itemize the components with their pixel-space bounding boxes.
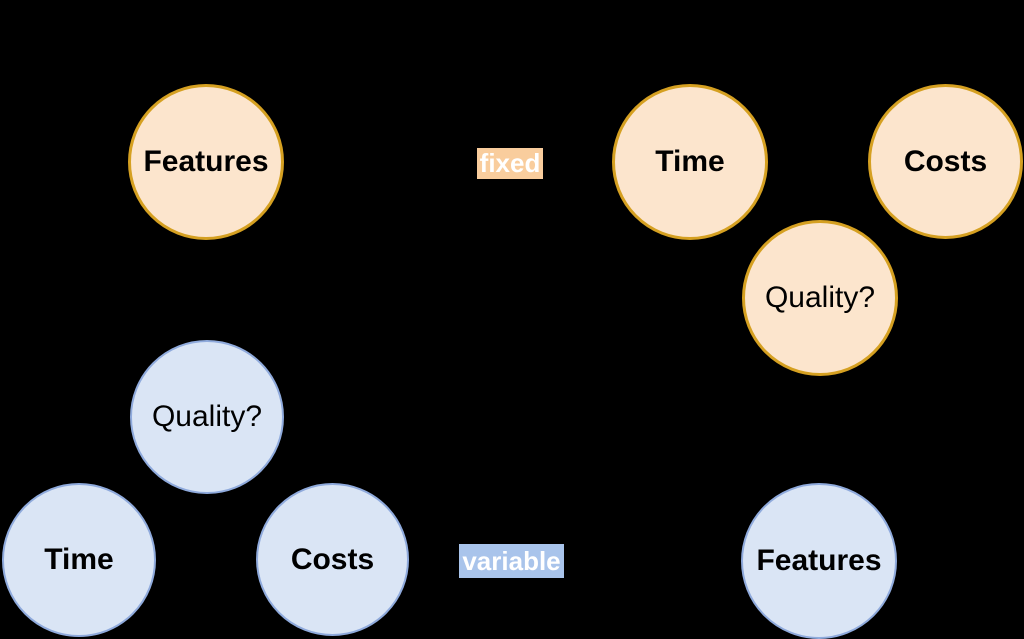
circle-time-variable-label: Time [44,543,114,576]
circle-features-variable-label: Features [756,544,882,577]
circle-costs-fixed: Costs [868,84,1023,239]
circle-costs-variable-label: Costs [290,542,375,576]
fixed-group-badge-label: fixed [479,148,541,178]
circle-costs-variable: Costs [256,483,409,636]
circle-quality-fixed-label: Quality? [764,281,876,314]
fixed-group-badge: fixed [477,148,543,179]
circle-quality-variable: Quality? [130,340,284,494]
circle-quality-fixed: Quality? [742,220,898,376]
variable-group-badge: variable [459,544,564,578]
circle-features-variable: Features [741,483,897,639]
variable-group-badge-label: variable [462,545,561,576]
circle-time-fixed: Time [612,84,768,240]
circle-time-fixed-label: Time [655,145,725,178]
circle-quality-variable-label: Quality? [151,400,263,433]
circle-features-fixed: Features [128,84,284,240]
circle-costs-fixed-label: Costs [903,144,988,178]
circle-features-fixed-label: Features [143,145,269,178]
circle-time-variable: Time [2,483,156,637]
